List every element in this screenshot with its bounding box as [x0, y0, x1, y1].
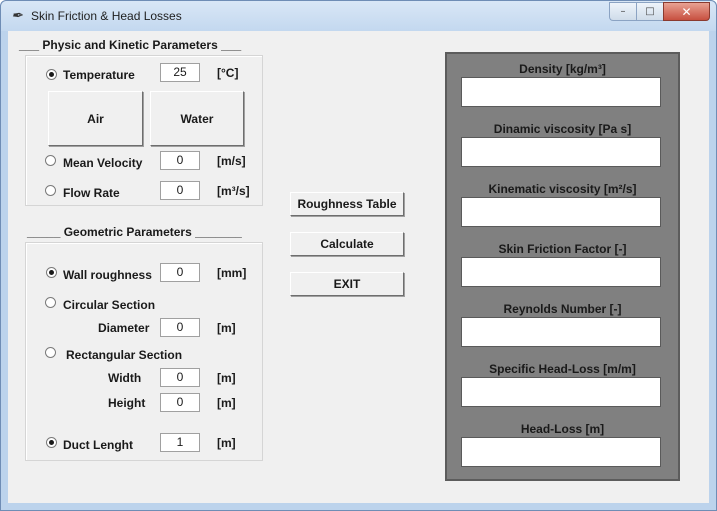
wall-roughness-radio[interactable]: [46, 267, 57, 278]
diameter-label: Diameter: [98, 321, 150, 335]
kinematic-viscosity-output[interactable]: [461, 197, 661, 227]
geometric-group-legend: _____ Geometric Parameters _______: [27, 225, 242, 239]
specific-head-loss-output[interactable]: [461, 377, 661, 407]
duct-length-radio[interactable]: [46, 437, 57, 448]
minimize-button[interactable]: –: [609, 2, 636, 21]
window-title: Skin Friction & Head Losses: [31, 9, 182, 23]
width-unit: [m]: [217, 371, 236, 385]
physic-group-legend: ___ Physic and Kinetic Parameters ___: [19, 38, 242, 52]
temperature-label: Temperature: [63, 68, 135, 82]
diameter-unit: [m]: [217, 321, 236, 335]
dynamic-viscosity-label: Dinamic viscosity [Pa s]: [493, 122, 632, 136]
exit-button[interactable]: EXIT: [290, 272, 404, 296]
calculate-button[interactable]: Calculate: [290, 232, 404, 256]
roughness-table-button[interactable]: Roughness Table: [290, 192, 404, 216]
wall-roughness-input[interactable]: 0: [160, 263, 200, 282]
circular-section-label: Circular Section: [63, 298, 156, 312]
duct-length-input[interactable]: 1: [160, 433, 200, 452]
height-unit: [m]: [217, 396, 236, 410]
roughness-table-label: Roughness Table: [297, 197, 397, 211]
density-output[interactable]: [461, 77, 661, 107]
physic-group: [25, 55, 263, 206]
mean-velocity-radio[interactable]: [45, 155, 56, 166]
diameter-input[interactable]: 0: [160, 318, 200, 337]
air-button[interactable]: Air: [48, 91, 143, 146]
specific-head-loss-label: Specific Head-Loss [m/m]: [489, 362, 636, 376]
wall-roughness-label: Wall roughness: [63, 268, 152, 282]
window-controls: – □ ✕: [609, 2, 710, 21]
mean-velocity-unit: [m/s]: [217, 154, 246, 168]
rectangular-section-label: Rectangular Section: [66, 348, 183, 362]
close-button[interactable]: ✕: [663, 2, 710, 21]
width-input[interactable]: 0: [160, 368, 200, 387]
duct-length-unit: [m]: [217, 436, 236, 450]
friction-factor-output[interactable]: [461, 257, 661, 287]
temperature-unit: [°C]: [217, 66, 239, 80]
maximize-button[interactable]: □: [636, 2, 663, 21]
height-input[interactable]: 0: [160, 393, 200, 412]
kinematic-viscosity-label: Kinematic viscosity [m²/s]: [488, 182, 637, 196]
air-button-label: Air: [87, 111, 104, 126]
flow-rate-unit: [m³/s]: [217, 184, 250, 198]
water-button-label: Water: [180, 111, 214, 126]
close-icon: ✕: [681, 4, 692, 19]
exit-label: EXIT: [333, 277, 361, 291]
reynolds-label: Reynolds Number [-]: [503, 302, 622, 316]
client-area: ___ Physic and Kinetic Parameters ___ Te…: [8, 31, 709, 503]
duct-length-label: Duct Lenght: [63, 438, 133, 452]
geometric-group: [25, 242, 263, 461]
temperature-input[interactable]: 25: [160, 63, 200, 82]
title-bar[interactable]: ✒ Skin Friction & Head Losses – □ ✕: [1, 1, 716, 31]
mean-velocity-label: Mean Velocity: [63, 156, 143, 170]
flow-rate-input[interactable]: 0: [160, 181, 200, 200]
wall-roughness-unit: [mm]: [217, 266, 247, 280]
water-button[interactable]: Water: [150, 91, 244, 146]
minimize-icon: –: [620, 6, 626, 17]
circular-section-radio[interactable]: [45, 297, 56, 308]
dynamic-viscosity-output[interactable]: [461, 137, 661, 167]
calculate-label: Calculate: [320, 237, 374, 251]
head-loss-output[interactable]: [461, 437, 661, 467]
mean-velocity-input[interactable]: 0: [160, 151, 200, 170]
feather-icon: ✒: [11, 8, 23, 24]
width-label: Width: [108, 371, 142, 385]
reynolds-output[interactable]: [461, 317, 661, 347]
results-panel: Density [kg/m³] Dinamic viscosity [Pa s]…: [445, 52, 680, 481]
maximize-icon: □: [645, 6, 655, 17]
flow-rate-radio[interactable]: [45, 185, 56, 196]
height-label: Height: [108, 396, 146, 410]
head-loss-label: Head-Loss [m]: [520, 422, 605, 436]
rectangular-section-radio[interactable]: [45, 347, 56, 358]
density-label: Density [kg/m³]: [519, 62, 606, 76]
friction-factor-label: Skin Friction Factor [-]: [498, 242, 627, 256]
temperature-radio[interactable]: [46, 69, 57, 80]
flow-rate-label: Flow Rate: [63, 186, 120, 200]
